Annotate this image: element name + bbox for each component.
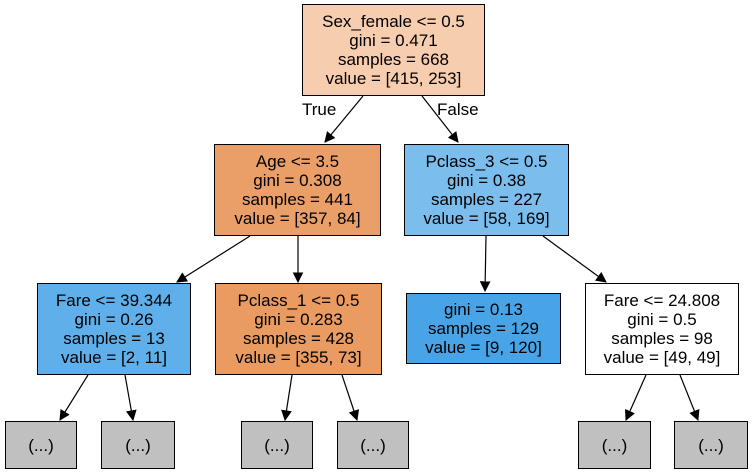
edge-root-pclass3: [421, 95, 459, 143]
node-line: value = [9, 120]: [425, 338, 542, 357]
node-line: samples = 441: [241, 190, 354, 209]
truncated-label: (...): [360, 435, 386, 455]
node-leaf: gini = 0.13 samples = 129 value = [9, 12…: [406, 293, 561, 364]
truncated-label: (...): [28, 435, 54, 455]
node-line: samples = 129: [427, 319, 540, 338]
node-fare-right: Fare <= 24.808 gini = 0.5 samples = 98 v…: [585, 283, 739, 375]
truncated-node: (...): [674, 421, 748, 469]
node-line: Sex_female <= 0.5: [322, 12, 465, 31]
node-line: gini = 0.308: [253, 171, 342, 190]
truncated-label: (...): [125, 435, 151, 455]
node-line: Age <= 3.5: [255, 152, 340, 171]
node-line: value = [357, 84]: [234, 209, 361, 228]
node-line: Fare <= 39.344: [55, 291, 173, 310]
truncated-node: (...): [5, 421, 77, 469]
node-line: value = [58, 169]: [423, 209, 550, 228]
node-line: Pclass_3 <= 0.5: [425, 152, 548, 171]
node-line: gini = 0.5: [627, 310, 697, 329]
node-age: Age <= 3.5 gini = 0.308 samples = 441 va…: [214, 144, 381, 236]
node-fare-left: Fare <= 39.344 gini = 0.26 samples = 13 …: [37, 283, 191, 375]
truncated-node: (...): [337, 421, 409, 469]
truncated-label: (...): [698, 435, 724, 455]
truncated-label: (...): [601, 435, 628, 455]
node-line: value = [415, 253]: [325, 69, 462, 88]
root-node-sex-female: Sex_female <= 0.5 gini = 0.471 samples =…: [302, 4, 485, 96]
truncated-node: (...): [578, 421, 651, 469]
edge-label-false: False: [437, 100, 479, 119]
edge-pclass3-leaf: [479, 235, 491, 293]
node-line: Fare <= 24.808: [603, 291, 721, 310]
node-line: samples = 98: [611, 329, 713, 348]
node-line: gini = 0.283: [254, 310, 343, 329]
node-line: samples = 668: [337, 50, 450, 69]
node-line: value = [355, 73]: [235, 348, 362, 367]
edge-pclass1-trunc2: [341, 374, 360, 422]
truncated-label: (...): [264, 435, 290, 455]
truncated-node: (...): [101, 421, 175, 469]
node-line: samples = 227: [430, 190, 543, 209]
edge-pclass1-trunc1: [281, 374, 293, 422]
node-line: gini = 0.471: [349, 31, 438, 50]
node-pclass3: Pclass_3 <= 0.5 gini = 0.38 samples = 22…: [404, 144, 569, 236]
node-pclass1: Pclass_1 <= 0.5 gini = 0.283 samples = 4…: [215, 283, 382, 375]
edge-fare-right-trunc1: [625, 374, 647, 421]
node-line: samples = 13: [63, 329, 165, 348]
edge-label-true: True: [302, 100, 337, 119]
edge-pclass3-fare: [542, 235, 607, 283]
edge-fare-right-trunc2: [679, 374, 700, 422]
node-line: value = [49, 49]: [603, 348, 721, 367]
node-line: gini = 0.26: [74, 310, 154, 329]
truncated-node: (...): [241, 421, 313, 469]
node-line: value = [2, 11]: [60, 348, 167, 367]
edge-fare-left-trunc2: [124, 374, 137, 422]
node-line: samples = 428: [242, 329, 355, 348]
node-line: Pclass_1 <= 0.5: [237, 291, 360, 310]
node-line: gini = 0.38: [447, 171, 526, 190]
edge-age-fare: [176, 235, 251, 283]
node-line: gini = 0.13: [444, 300, 523, 319]
edge-root-age: [324, 95, 364, 143]
edge-fare-left-trunc1: [59, 374, 89, 421]
